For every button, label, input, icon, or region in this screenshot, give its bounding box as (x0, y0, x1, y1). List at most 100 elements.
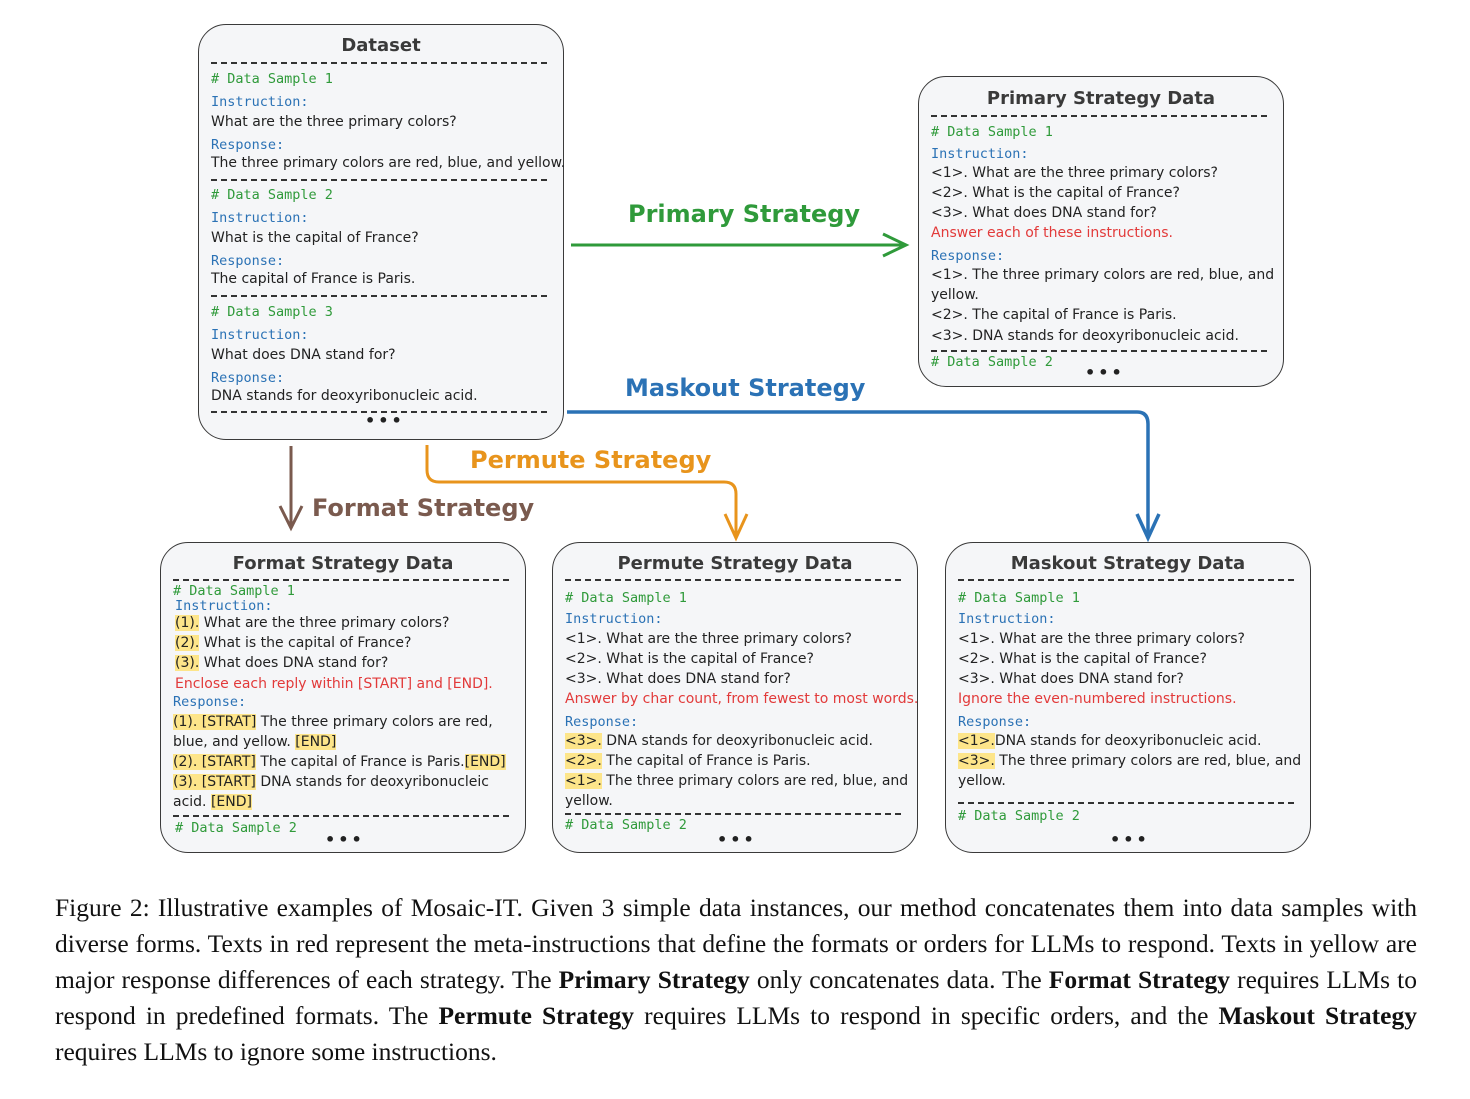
instruction-line: (2). What is the capital of France? (175, 635, 412, 651)
response-label: Response: (173, 694, 247, 710)
format-arrowhead (278, 505, 304, 532)
response-line: acid. [END] (173, 794, 252, 810)
sample-tag: # Data Sample 2 (175, 820, 297, 836)
permute-arrowhead (723, 513, 749, 542)
sample-tag: # Data Sample 1 (958, 590, 1080, 606)
response-line: yellow. (958, 773, 1006, 789)
format-highlight: [END] (295, 734, 337, 750)
permute-box-title: Permute Strategy Data (617, 553, 853, 574)
format-highlight: [END] (210, 794, 252, 810)
meta-instruction: Answer each of these instructions. (931, 225, 1173, 241)
sample-tag: # Data Sample 1 (211, 71, 333, 87)
maskout-arrowhead (1135, 513, 1161, 543)
instruction-line: <2>. What is the capital of France? (931, 185, 1180, 201)
divider (211, 179, 547, 181)
format-strategy-box: Format Strategy Data # Data Sample 1 Ins… (160, 542, 526, 853)
mask-highlight: <1>. (958, 733, 995, 749)
response-label: Response: (211, 370, 285, 386)
instruction-line: <1>. What are the three primary colors? (931, 165, 1218, 181)
divider (211, 411, 547, 413)
response-line: <3>. DNA stands for deoxyribonucleic aci… (931, 328, 1239, 344)
response-line: <3>. DNA stands for deoxyribonucleic aci… (565, 733, 873, 749)
instruction-text: What are the three primary colors? (211, 114, 457, 130)
figure-caption: Figure 2: Illustrative examples of Mosai… (55, 893, 1417, 1066)
permute-arrow (425, 445, 738, 536)
format-strategy-label: Format Strategy (312, 494, 535, 522)
sample-tag: # Data Sample 2 (211, 187, 333, 203)
instruction-line: <1>. What are the three primary colors? (958, 631, 1245, 647)
ellipsis: ••• (717, 830, 757, 849)
maskout-box-title: Maskout Strategy Data (1010, 553, 1246, 574)
order-highlight: <1>. (565, 773, 602, 789)
instruction-line: (1). What are the three primary colors? (175, 615, 450, 631)
response-label: Response: (211, 137, 285, 153)
instruction-line: <3>. What does DNA stand for? (958, 671, 1184, 687)
response-line: (2). [START] The capital of France is Pa… (173, 754, 506, 770)
meta-instruction: Answer by char count, from fewest to mos… (565, 691, 919, 707)
response-line: <2>. The capital of France is Paris. (931, 307, 1177, 323)
divider (211, 62, 547, 64)
format-highlight: (1). [STRAT] (173, 714, 257, 730)
maskout-arrow (567, 410, 1150, 536)
ellipsis: ••• (325, 830, 365, 849)
order-highlight: <3>. (565, 733, 602, 749)
sample-tag: # Data Sample 3 (211, 304, 333, 320)
ellipsis: ••• (1110, 830, 1150, 849)
order-highlight: <2>. (565, 753, 602, 769)
instruction-label: Instruction: (211, 94, 309, 110)
meta-instruction: Ignore the even-numbered instructions. (958, 691, 1237, 707)
format-box-title: Format Strategy Data (232, 553, 454, 574)
strategy-arrows (278, 232, 1161, 543)
response-line: <1>.DNA stands for deoxyribonucleic acid… (958, 733, 1262, 749)
response-line: <1>. The three primary colors are red, b… (565, 773, 909, 789)
sample-tag: # Data Sample 2 (565, 817, 687, 833)
format-highlight: (3). [START] (173, 774, 256, 790)
divider (565, 813, 901, 815)
primary-strategy-box: Primary Strategy Data # Data Sample 1 In… (918, 76, 1284, 387)
maskout-strategy-box: Maskout Strategy Data # Data Sample 1 In… (945, 542, 1311, 853)
response-line: yellow. (565, 793, 613, 809)
permute-strategy-box: Permute Strategy Data # Data Sample 1 In… (552, 542, 918, 853)
format-highlight: (1). (175, 615, 200, 631)
divider (565, 579, 901, 581)
sample-tag: # Data Sample 1 (565, 590, 687, 606)
sample-tag: # Data Sample 1 (173, 583, 295, 599)
response-label: Response: (211, 253, 285, 269)
instruction-label: Instruction: (211, 210, 309, 226)
response-line: (1). [STRAT] The three primary colors ar… (173, 714, 493, 730)
format-highlight: [END] (464, 754, 506, 770)
divider (931, 115, 1267, 117)
sample-tag: # Data Sample 2 (931, 354, 1053, 370)
instruction-text: What does DNA stand for? (211, 347, 396, 363)
instruction-text: What is the capital of France? (211, 230, 419, 246)
divider (958, 579, 1294, 581)
response-label: Response: (931, 248, 1005, 264)
response-text: DNA stands for deoxyribonucleic acid. (211, 388, 478, 404)
permute-strategy-label: Permute Strategy (470, 446, 712, 474)
divider (211, 295, 547, 297)
dataset-box: Dataset # Data Sample 1 Instruction: Wha… (198, 24, 565, 440)
instruction-label: Instruction: (175, 598, 273, 614)
sample-tag: # Data Sample 2 (958, 808, 1080, 824)
primary-arrowhead (882, 232, 910, 258)
sample-tag: # Data Sample 1 (931, 124, 1053, 140)
maskout-strategy-label: Maskout Strategy (625, 374, 866, 402)
dataset-title: Dataset (341, 35, 421, 56)
divider (173, 579, 509, 581)
response-line: <2>. The capital of France is Paris. (565, 753, 811, 769)
instruction-label: Instruction: (565, 611, 663, 627)
response-label: Response: (958, 714, 1032, 730)
instruction-label: Instruction: (931, 146, 1029, 162)
meta-instruction: Enclose each reply within [START] and [E… (175, 676, 493, 692)
ellipsis: ••• (1085, 363, 1125, 382)
response-line: yellow. (931, 287, 979, 303)
instruction-line: <1>. What are the three primary colors? (565, 631, 852, 647)
divider (931, 350, 1267, 352)
ellipsis: ••• (365, 411, 405, 430)
response-line: blue, and yellow. [END] (173, 734, 337, 750)
divider (173, 815, 509, 817)
response-line: <3>. The three primary colors are red, b… (958, 753, 1302, 769)
format-highlight: (2). (175, 635, 200, 651)
instruction-line: <3>. What does DNA stand for? (931, 205, 1157, 221)
instruction-line: <2>. What is the capital of France? (565, 651, 814, 667)
